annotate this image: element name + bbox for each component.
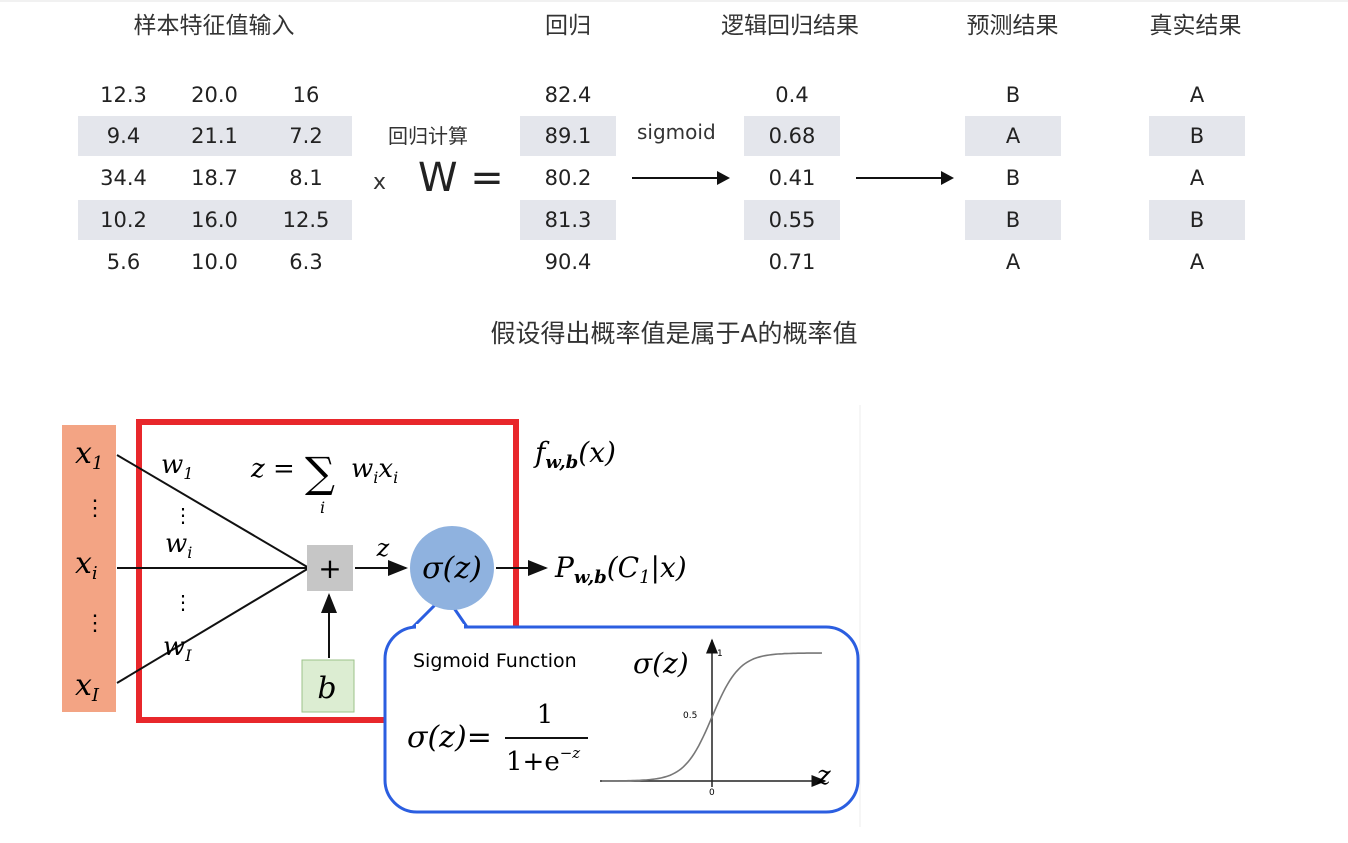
sigma-node-label: σ(z): [422, 551, 482, 586]
table-cell-regression: 81.3: [520, 200, 616, 240]
weight-wI: wI: [163, 632, 192, 665]
table-cell-feature-3: 6.3: [289, 250, 323, 274]
table-cell-logistic: 0.55: [744, 200, 840, 240]
sigmoid-curve: [601, 652, 823, 782]
input-dots-lower: ⋮: [84, 611, 106, 636]
logistic-regression-diagram: x1 ⋮ xi ⋮ xI w1 ⋮ wi ⋮ wI z = ∑ i wixi +…: [62, 405, 861, 827]
table-cell-actual: B: [1149, 200, 1245, 240]
tick-x-zero: 0: [709, 788, 715, 798]
header-regression: 回归: [545, 13, 591, 39]
table-cell-feature-2: 20.0: [191, 83, 238, 107]
bias-label: b: [317, 671, 336, 706]
table-cell-predicted: A: [965, 116, 1061, 156]
callout-gap: [416, 624, 464, 630]
table-cell-regression: 82.4: [544, 83, 592, 107]
model-frame: [136, 419, 519, 723]
input-xi: xi: [75, 546, 98, 584]
tick-y-mid: 0.5: [683, 711, 697, 721]
table-cell-actual: B: [1149, 116, 1245, 156]
weight-line-I: [116, 567, 310, 684]
sum-term: wixi: [351, 454, 398, 487]
top-divider: [0, 0, 1348, 2]
sum-node: [307, 545, 353, 591]
weight-dots-lower: ⋮: [173, 590, 193, 614]
table-cell-logistic: 0.71: [768, 250, 816, 274]
sigmoid-callout: [383, 625, 860, 814]
table-cell-feature-1: 12.3: [100, 83, 147, 107]
sigmoid-label: sigmoid: [637, 120, 716, 144]
table-cell-logistic: 0.68: [744, 116, 840, 156]
probability-caption: 假设得出概率值是属于A的概率值: [490, 319, 858, 348]
callout-numerator: 1: [537, 700, 554, 730]
weight-line-1: [116, 454, 310, 569]
input-xI: xI: [75, 668, 100, 706]
sum-index: i: [320, 498, 325, 517]
tick-y-top: 1: [717, 649, 723, 659]
z-label: z: [376, 534, 390, 562]
table-cell-feature-1: 5.6: [106, 250, 141, 274]
table-cell-feature-3: 12.5: [260, 200, 352, 240]
table-cell-feature-3: 7.2: [260, 116, 352, 156]
table-cell-actual: A: [1189, 83, 1205, 107]
table-cell-feature-2: 21.1: [169, 116, 260, 156]
weight-w1: w1: [161, 450, 193, 483]
header-actual: 真实结果: [1149, 13, 1242, 39]
table-cell-logistic: 0.41: [768, 166, 816, 190]
plot-xlabel: z: [816, 761, 831, 791]
sum-lhs: z =: [250, 454, 295, 484]
header-logistic: 逻辑回归结果: [721, 13, 859, 39]
table-cell-feature-1: 9.4: [78, 116, 169, 156]
input-column-box: [62, 425, 116, 712]
weight-dots-upper: ⋮: [173, 503, 193, 527]
table-cell-feature-1: 34.4: [100, 166, 147, 190]
sigma-node: [410, 526, 494, 610]
table-cell-feature-3: 8.1: [289, 166, 323, 190]
callout-title: Sigmoid Function: [413, 650, 577, 672]
table-cell-predicted: B: [1005, 166, 1021, 190]
table-cell-regression: 89.1: [520, 116, 616, 156]
regression-calc-label: 回归计算: [388, 124, 468, 148]
header-predicted: 预测结果: [966, 13, 1059, 39]
table-cell-feature-1: 10.2: [78, 200, 169, 240]
weight-wi: wi: [165, 529, 192, 562]
table-cell-regression: 80.2: [544, 166, 592, 190]
function-label: fw,b(x): [533, 436, 616, 473]
plot-ylabel: σ(z): [633, 647, 689, 680]
table-cell-feature-2: 10.0: [191, 250, 238, 274]
weight-equals: W =: [418, 155, 504, 201]
callout-denominator: 1+e−z: [506, 744, 580, 777]
table-cell-feature-2: 16.0: [169, 200, 260, 240]
sigmoid-arrow: [632, 171, 730, 185]
input-dots-upper: ⋮: [84, 496, 106, 521]
table-cell-actual: A: [1189, 166, 1205, 190]
input-x1: x1: [75, 436, 103, 474]
sum-node-plus: +: [318, 552, 341, 585]
table-cell-predicted: A: [1005, 250, 1021, 274]
table-cell-predicted: B: [965, 200, 1061, 240]
table-cell-logistic: 0.4: [775, 83, 809, 107]
callout-lhs: σ(z)=: [407, 720, 492, 755]
header-features: 样本特征值输入: [133, 13, 295, 39]
output-probability: Pw,b(C1|x): [554, 551, 687, 588]
table-cell-predicted: B: [1005, 83, 1021, 107]
table-cell-feature-2: 18.7: [191, 166, 238, 190]
table-cell-feature-3: 16: [292, 83, 320, 107]
table-cell-actual: A: [1189, 250, 1205, 274]
times-sign: x: [373, 170, 387, 195]
sum-sigma: ∑: [305, 448, 335, 497]
predict-arrow: [856, 171, 954, 185]
table-cell-regression: 90.4: [544, 250, 592, 274]
bias-box: [301, 659, 355, 713]
